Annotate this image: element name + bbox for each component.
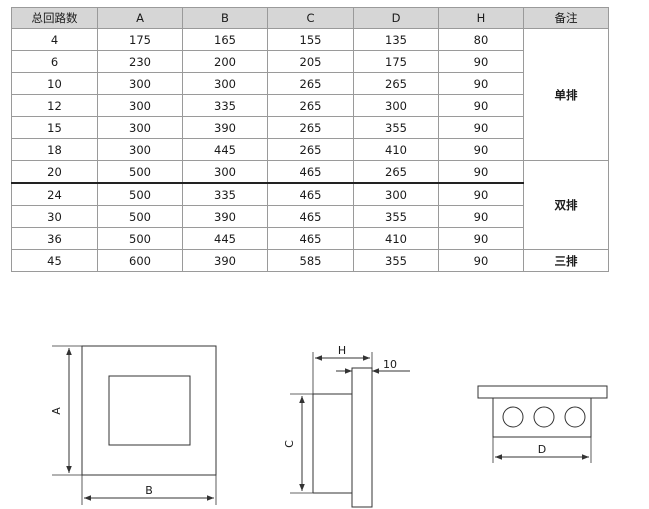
cell: 90 xyxy=(438,116,524,139)
side-view xyxy=(290,352,410,508)
header-circuits: 总回路数 xyxy=(11,7,98,29)
cell: 465 xyxy=(267,205,354,228)
table-row: 10 300 300 265 265 90 xyxy=(11,72,609,95)
table-row: 18 300 445 265 410 90 xyxy=(11,138,609,161)
header-d: D xyxy=(353,7,439,29)
label-d: D xyxy=(538,443,546,456)
cell: 18 xyxy=(11,138,98,161)
label-b: B xyxy=(145,484,153,497)
header-a: A xyxy=(97,7,183,29)
table-row: 4 175 165 155 135 80 单排 xyxy=(11,28,609,161)
panel-window xyxy=(108,375,191,446)
cell: 300 xyxy=(97,138,183,161)
cell: 600 xyxy=(97,249,183,272)
cell: 465 xyxy=(267,182,354,206)
panel-outline xyxy=(81,345,217,476)
top-view xyxy=(477,385,608,463)
table-row: 20 500 300 465 265 90 双排 xyxy=(11,160,609,250)
cell: 90 xyxy=(438,227,524,250)
knockout-hole xyxy=(533,406,555,428)
cell: 175 xyxy=(97,28,183,51)
dimension-table: 总回路数 A B C D H 备注 4 175 165 155 135 80 单… xyxy=(11,7,609,272)
header-note: 备注 xyxy=(523,7,609,29)
label-h: H xyxy=(338,344,346,357)
table-row: 15 300 390 265 355 90 xyxy=(11,116,609,139)
table-row: 12 300 335 265 300 90 xyxy=(11,94,609,117)
label-thickness: 10 xyxy=(383,358,397,371)
knockout-hole xyxy=(502,406,524,428)
cell: 90 xyxy=(438,249,524,272)
cell: 335 xyxy=(182,94,268,117)
top-body xyxy=(492,397,592,438)
cell: 410 xyxy=(353,138,439,161)
table-header-row: 总回路数 A B C D H 备注 xyxy=(11,7,609,29)
cell: 390 xyxy=(182,249,268,272)
cell: 355 xyxy=(353,249,439,272)
table-row: 30 500 390 465 355 90 xyxy=(11,205,609,228)
cell: 135 xyxy=(353,28,439,51)
knockout-hole xyxy=(564,406,586,428)
label-a: A xyxy=(50,407,63,415)
cell: 265 xyxy=(267,94,354,117)
cell: 265 xyxy=(267,138,354,161)
cell: 155 xyxy=(267,28,354,51)
cell: 45 xyxy=(11,249,98,272)
cell: 175 xyxy=(353,50,439,73)
label-c: C xyxy=(283,440,296,448)
cell: 90 xyxy=(438,138,524,161)
top-flange xyxy=(477,385,608,399)
header-c: C xyxy=(267,7,354,29)
table-row: 45 600 390 585 355 90 三排 xyxy=(11,249,609,272)
front-view xyxy=(52,345,217,505)
note-single-row: 单排 xyxy=(523,28,609,161)
note-double-row: 双排 xyxy=(523,160,609,250)
cell: 500 xyxy=(97,182,183,206)
cell: 500 xyxy=(97,205,183,228)
cell: 90 xyxy=(438,94,524,117)
cell: 90 xyxy=(438,205,524,228)
cell: 265 xyxy=(353,72,439,95)
cell: 300 xyxy=(353,94,439,117)
note-triple-row: 三排 xyxy=(523,249,609,272)
cell: 585 xyxy=(267,249,354,272)
cell: 355 xyxy=(353,116,439,139)
side-profile xyxy=(351,367,373,508)
